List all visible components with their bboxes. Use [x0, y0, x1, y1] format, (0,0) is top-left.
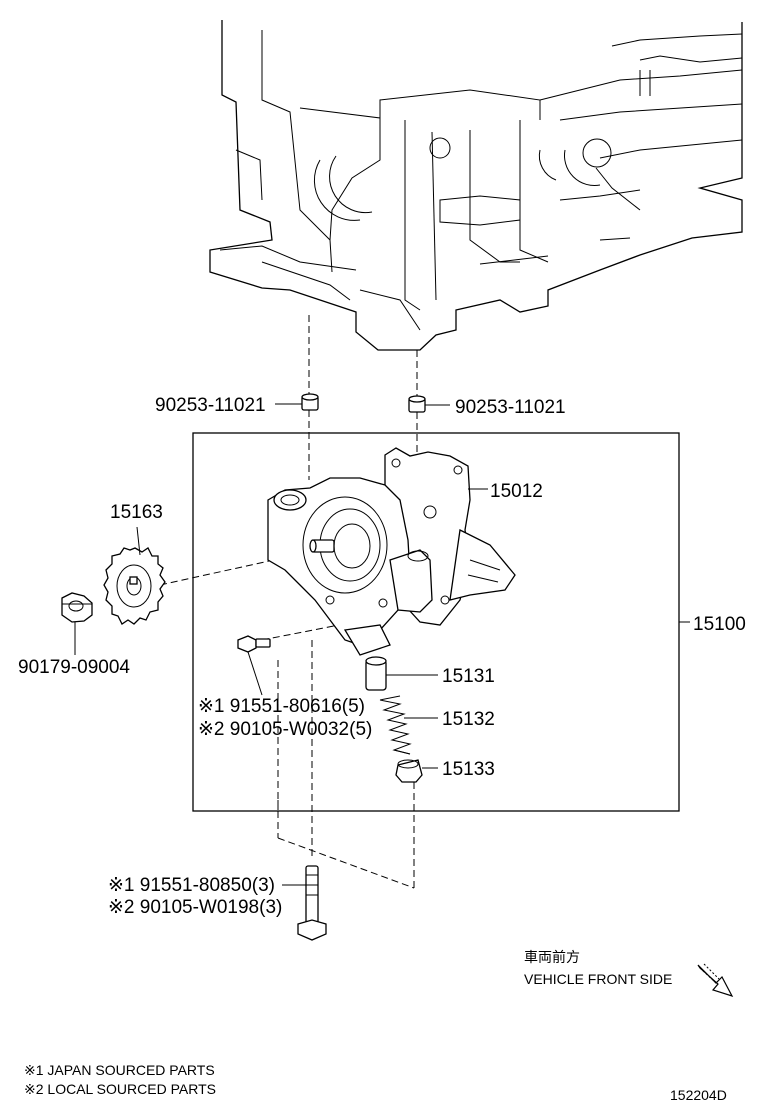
oil-pump-sprocket-icon: [103, 547, 166, 625]
engine-block-illustration: [209, 20, 743, 351]
figure-id: 152204D: [670, 1087, 727, 1103]
dowel-pin-right-icon: [408, 395, 426, 413]
label-pump-assembly: 15100: [693, 614, 746, 635]
label-dowel-pin-right: 90253-11021: [455, 397, 566, 418]
label-relief-spring: 15132: [442, 709, 495, 730]
relief-valve-plug-icon: [395, 759, 423, 783]
relief-valve-plunger-icon: [365, 656, 387, 691]
label-sprocket: 15163: [110, 502, 163, 523]
label-long-bolt-local: ※2 90105-W0198(3): [108, 897, 282, 918]
label-nut: 90179-09004: [18, 657, 130, 678]
label-pump-body: 15012: [490, 481, 543, 502]
note-local-sourced: ※2 LOCAL SOURCED PARTS: [24, 1081, 216, 1097]
label-dowel-pin-left: 90253-11021: [155, 395, 266, 416]
note-japan-sourced: ※1 JAPAN SOURCED PARTS: [24, 1062, 215, 1078]
direction-label-en: VEHICLE FRONT SIDE: [524, 971, 672, 987]
label-small-bolt-japan: ※1 91551-80616(5): [198, 696, 365, 717]
dowel-pin-left-icon: [301, 393, 319, 411]
relief-valve-spring-icon: [379, 695, 412, 755]
vehicle-front-arrow-icon: [697, 963, 734, 998]
label-long-bolt-japan: ※1 91551-80850(3): [108, 875, 275, 896]
pump-bolt-long-icon: [297, 865, 327, 941]
nut-icon: [61, 592, 93, 623]
label-relief-plunger: 15131: [442, 666, 495, 687]
direction-label-jp: 車両前方: [524, 949, 580, 965]
pump-bolt-small-icon: [237, 635, 271, 653]
oil-pump-body-icon: [267, 447, 516, 656]
label-small-bolt-local: ※2 90105-W0032(5): [198, 719, 372, 740]
label-relief-plug: 15133: [442, 759, 495, 780]
